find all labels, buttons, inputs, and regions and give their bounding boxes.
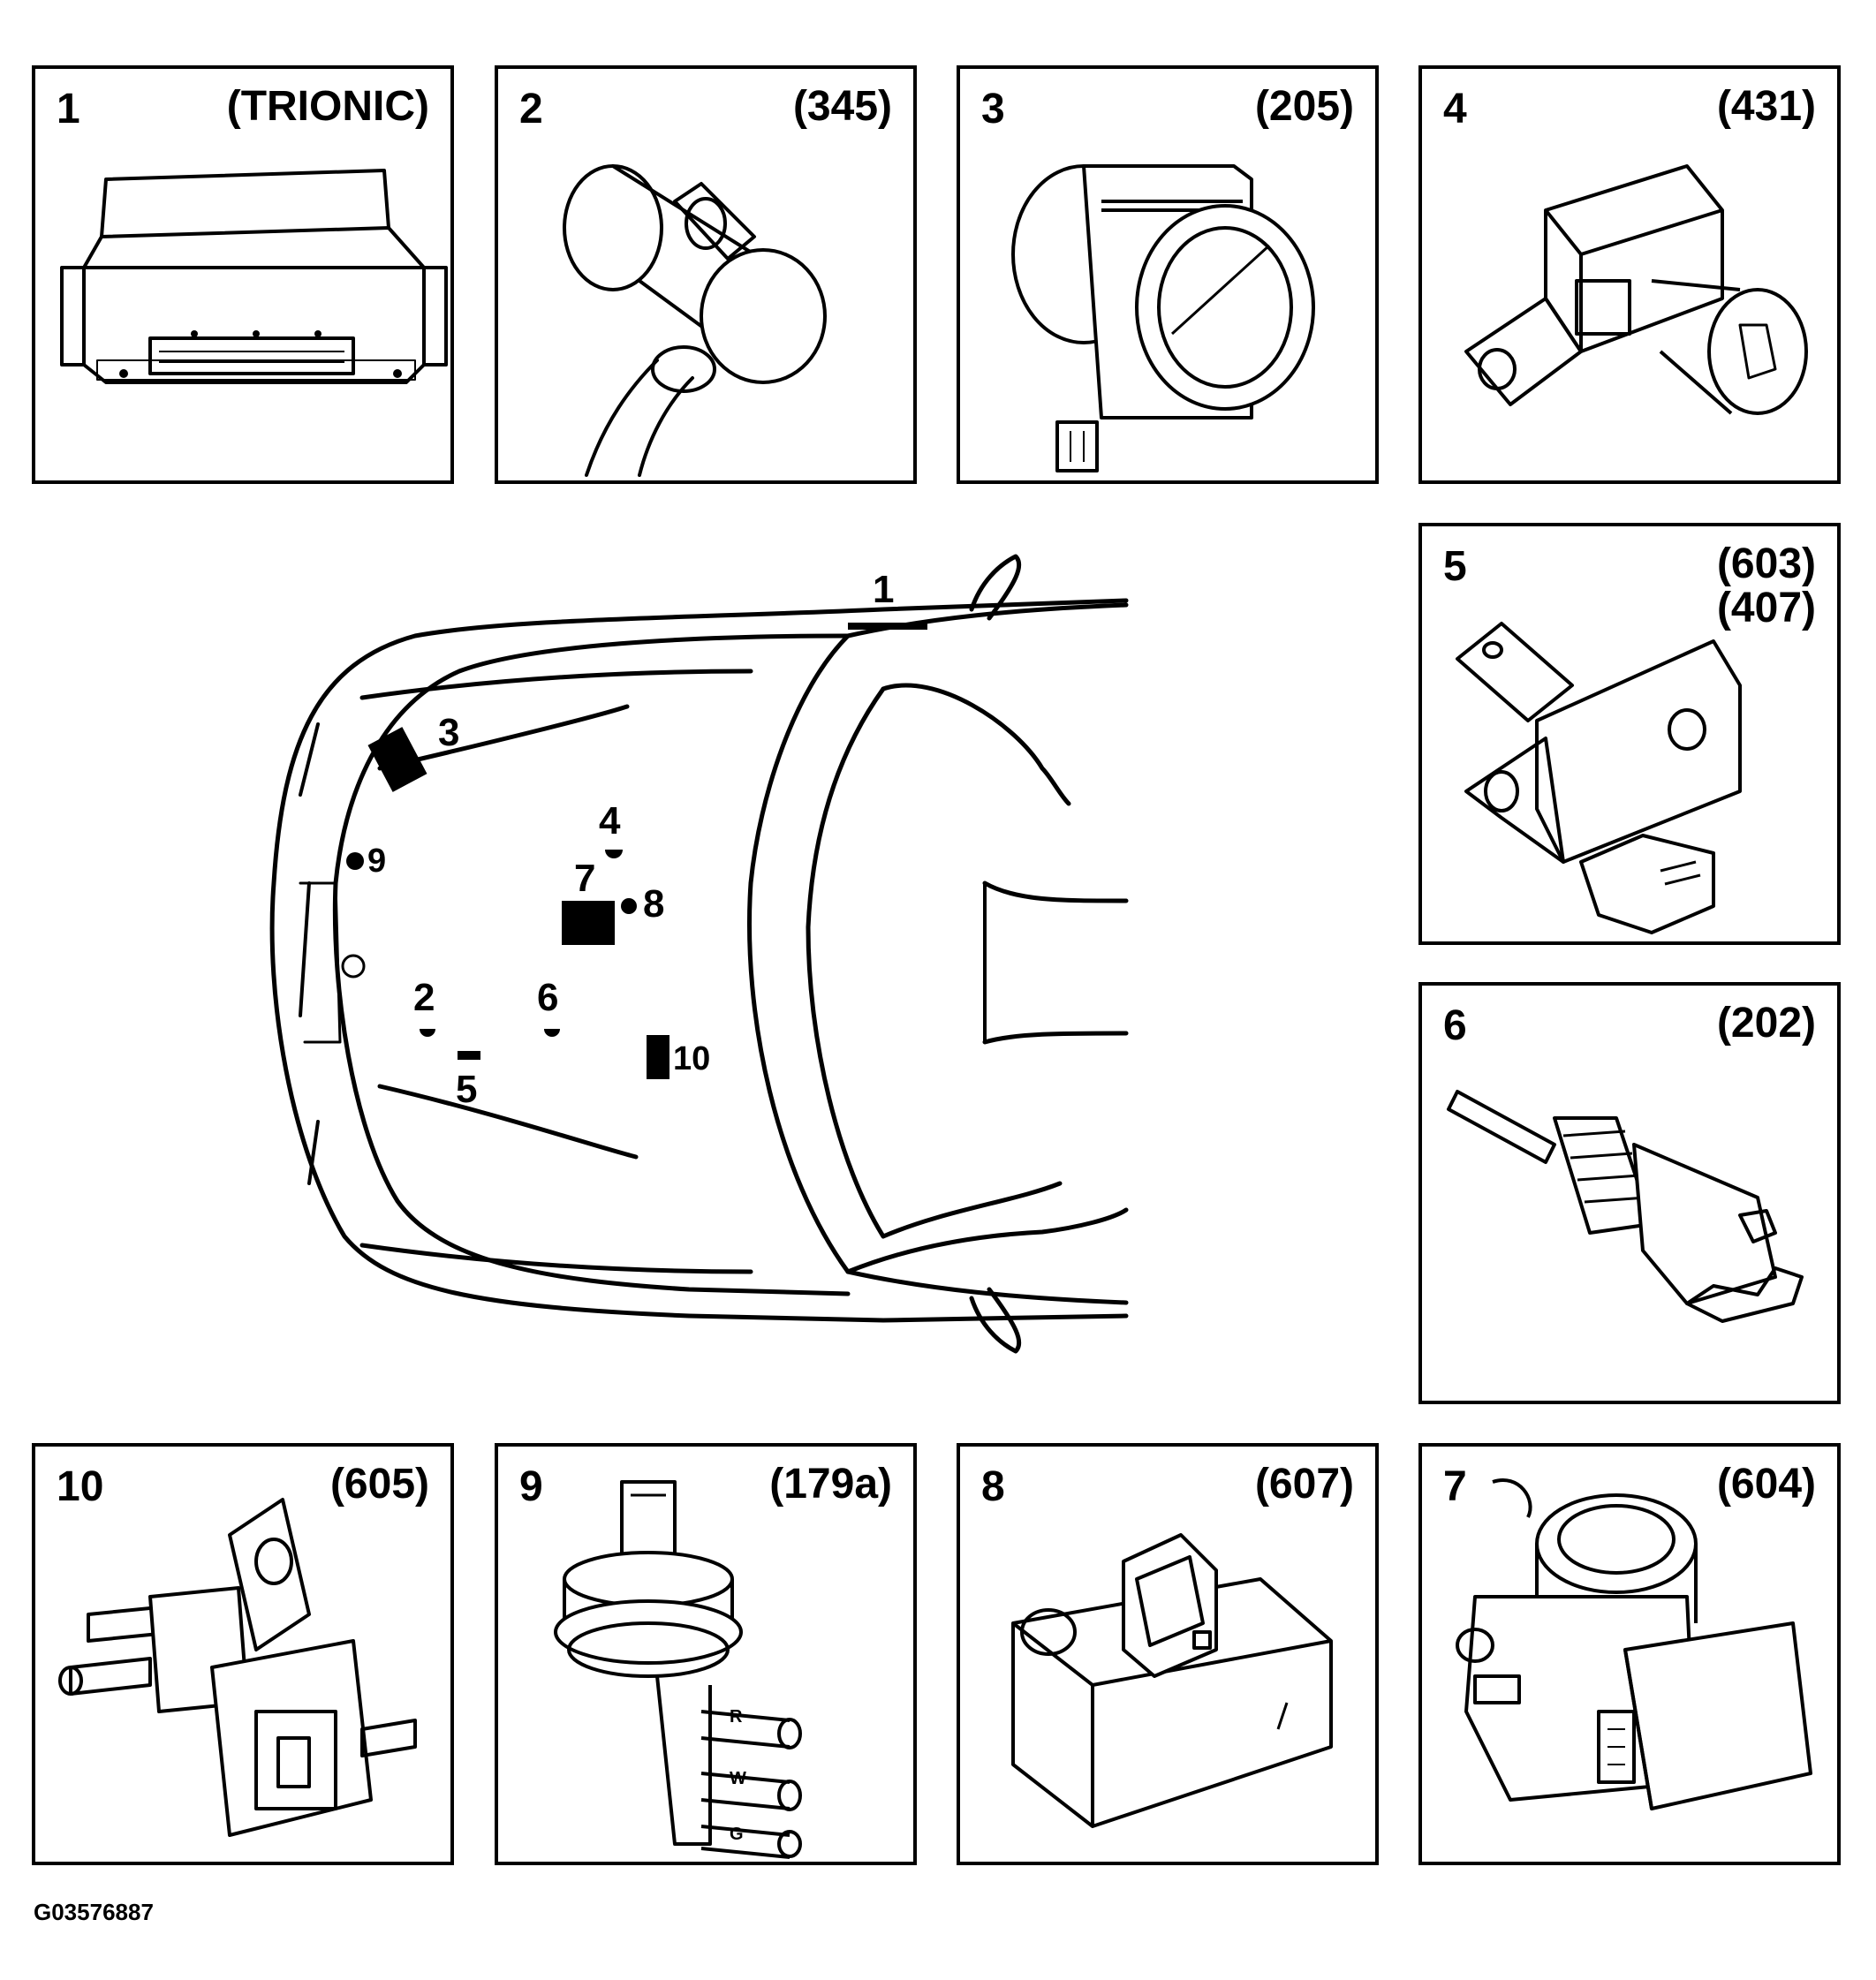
- windshield: [747, 633, 1129, 1274]
- body-outline: [269, 598, 1129, 1323]
- temperature-sensor-icon: [1447, 1090, 1804, 1323]
- panel-code: (179a): [769, 1461, 892, 1508]
- component-panel-6: 6 (202): [1418, 982, 1841, 1404]
- panel-code: (603) (407): [1716, 540, 1816, 632]
- component-panel-10: 10 (605): [32, 1443, 454, 1865]
- body-inner-line: [332, 633, 851, 1296]
- callout-8: 8: [643, 882, 665, 926]
- panel-code: (202): [1716, 1000, 1816, 1047]
- marker-component-9: [346, 852, 364, 870]
- callout-4: 4: [599, 799, 621, 843]
- panel-code: (607): [1254, 1461, 1354, 1508]
- callout-5: 5: [456, 1068, 478, 1111]
- port-label-r: R: [730, 1707, 743, 1727]
- callout-3: 3: [438, 711, 460, 754]
- panel-code: (604): [1716, 1461, 1816, 1508]
- panel-number: 9: [519, 1463, 543, 1510]
- marker-component-4: [605, 850, 623, 858]
- panel-number: 5: [1443, 543, 1467, 590]
- panel-code-line: (407): [1716, 585, 1816, 632]
- panel-number: 1: [57, 86, 80, 132]
- port-label-w: W: [730, 1769, 746, 1788]
- panel-code: (345): [792, 83, 892, 130]
- panel-number: 4: [1443, 86, 1467, 132]
- callout-6: 6: [537, 976, 559, 1019]
- component-panel-8: 8 (607): [957, 1443, 1379, 1865]
- panel-number: 8: [981, 1463, 1005, 1510]
- panel-code: (605): [329, 1461, 429, 1508]
- marker-component-7: [562, 901, 615, 945]
- callout-9: 9: [367, 843, 387, 880]
- crankshaft-sensor-icon: [563, 164, 827, 477]
- sensor-module-icon: [1011, 1533, 1333, 1828]
- component-panel-4: 4 (431): [1418, 65, 1841, 484]
- marker-component-5: [458, 1051, 480, 1060]
- solenoid-valve-icon: [58, 1498, 417, 1837]
- throttle-body-icon: [1456, 1478, 1812, 1810]
- panel-number: 10: [57, 1463, 104, 1510]
- port-label-g: G: [730, 1825, 744, 1844]
- panel-number: 6: [1443, 1002, 1467, 1049]
- vacuum-valve-icon: R W G: [554, 1480, 802, 1859]
- panel-number: 3: [981, 86, 1005, 132]
- callout-2: 2: [413, 976, 435, 1019]
- panel-code: (205): [1254, 83, 1354, 130]
- callout-1: 1: [873, 568, 895, 611]
- pressure-sensor-icon: [1464, 164, 1808, 415]
- component-panel-1: 1 (TRIONIC): [32, 65, 454, 484]
- callout-10: 10: [673, 1040, 711, 1077]
- marker-component-6: [544, 1029, 560, 1037]
- marker-component-10: [647, 1035, 669, 1079]
- component-panel-7: 7 (604): [1418, 1443, 1841, 1865]
- panel-code: (431): [1716, 83, 1816, 130]
- marker-component-8: [621, 898, 637, 914]
- component-panel-2: 2 (345): [495, 65, 917, 484]
- panel-number: 2: [519, 86, 543, 132]
- component-panel-9: 9 (179a) R W G: [495, 1443, 917, 1865]
- mass-air-flow-sensor-icon: [1011, 164, 1315, 472]
- panel-code-line: (603): [1716, 540, 1816, 587]
- map-sensor-icon: [1456, 622, 1742, 934]
- ecu-control-module-icon: [60, 169, 448, 384]
- marker-component-3: [367, 727, 427, 792]
- component-panel-5: 5 (603) (407): [1418, 523, 1841, 945]
- marker-component-1: [848, 623, 927, 630]
- panel-number: 7: [1443, 1463, 1467, 1510]
- panel-code: (TRIONIC): [226, 83, 429, 130]
- marker-component-2: [420, 1029, 435, 1037]
- component-panel-3: 3 (205): [957, 65, 1379, 484]
- callout-7: 7: [574, 857, 596, 900]
- figure-id: G03576887: [34, 1899, 154, 1925]
- marker-unlabeled: [341, 954, 366, 979]
